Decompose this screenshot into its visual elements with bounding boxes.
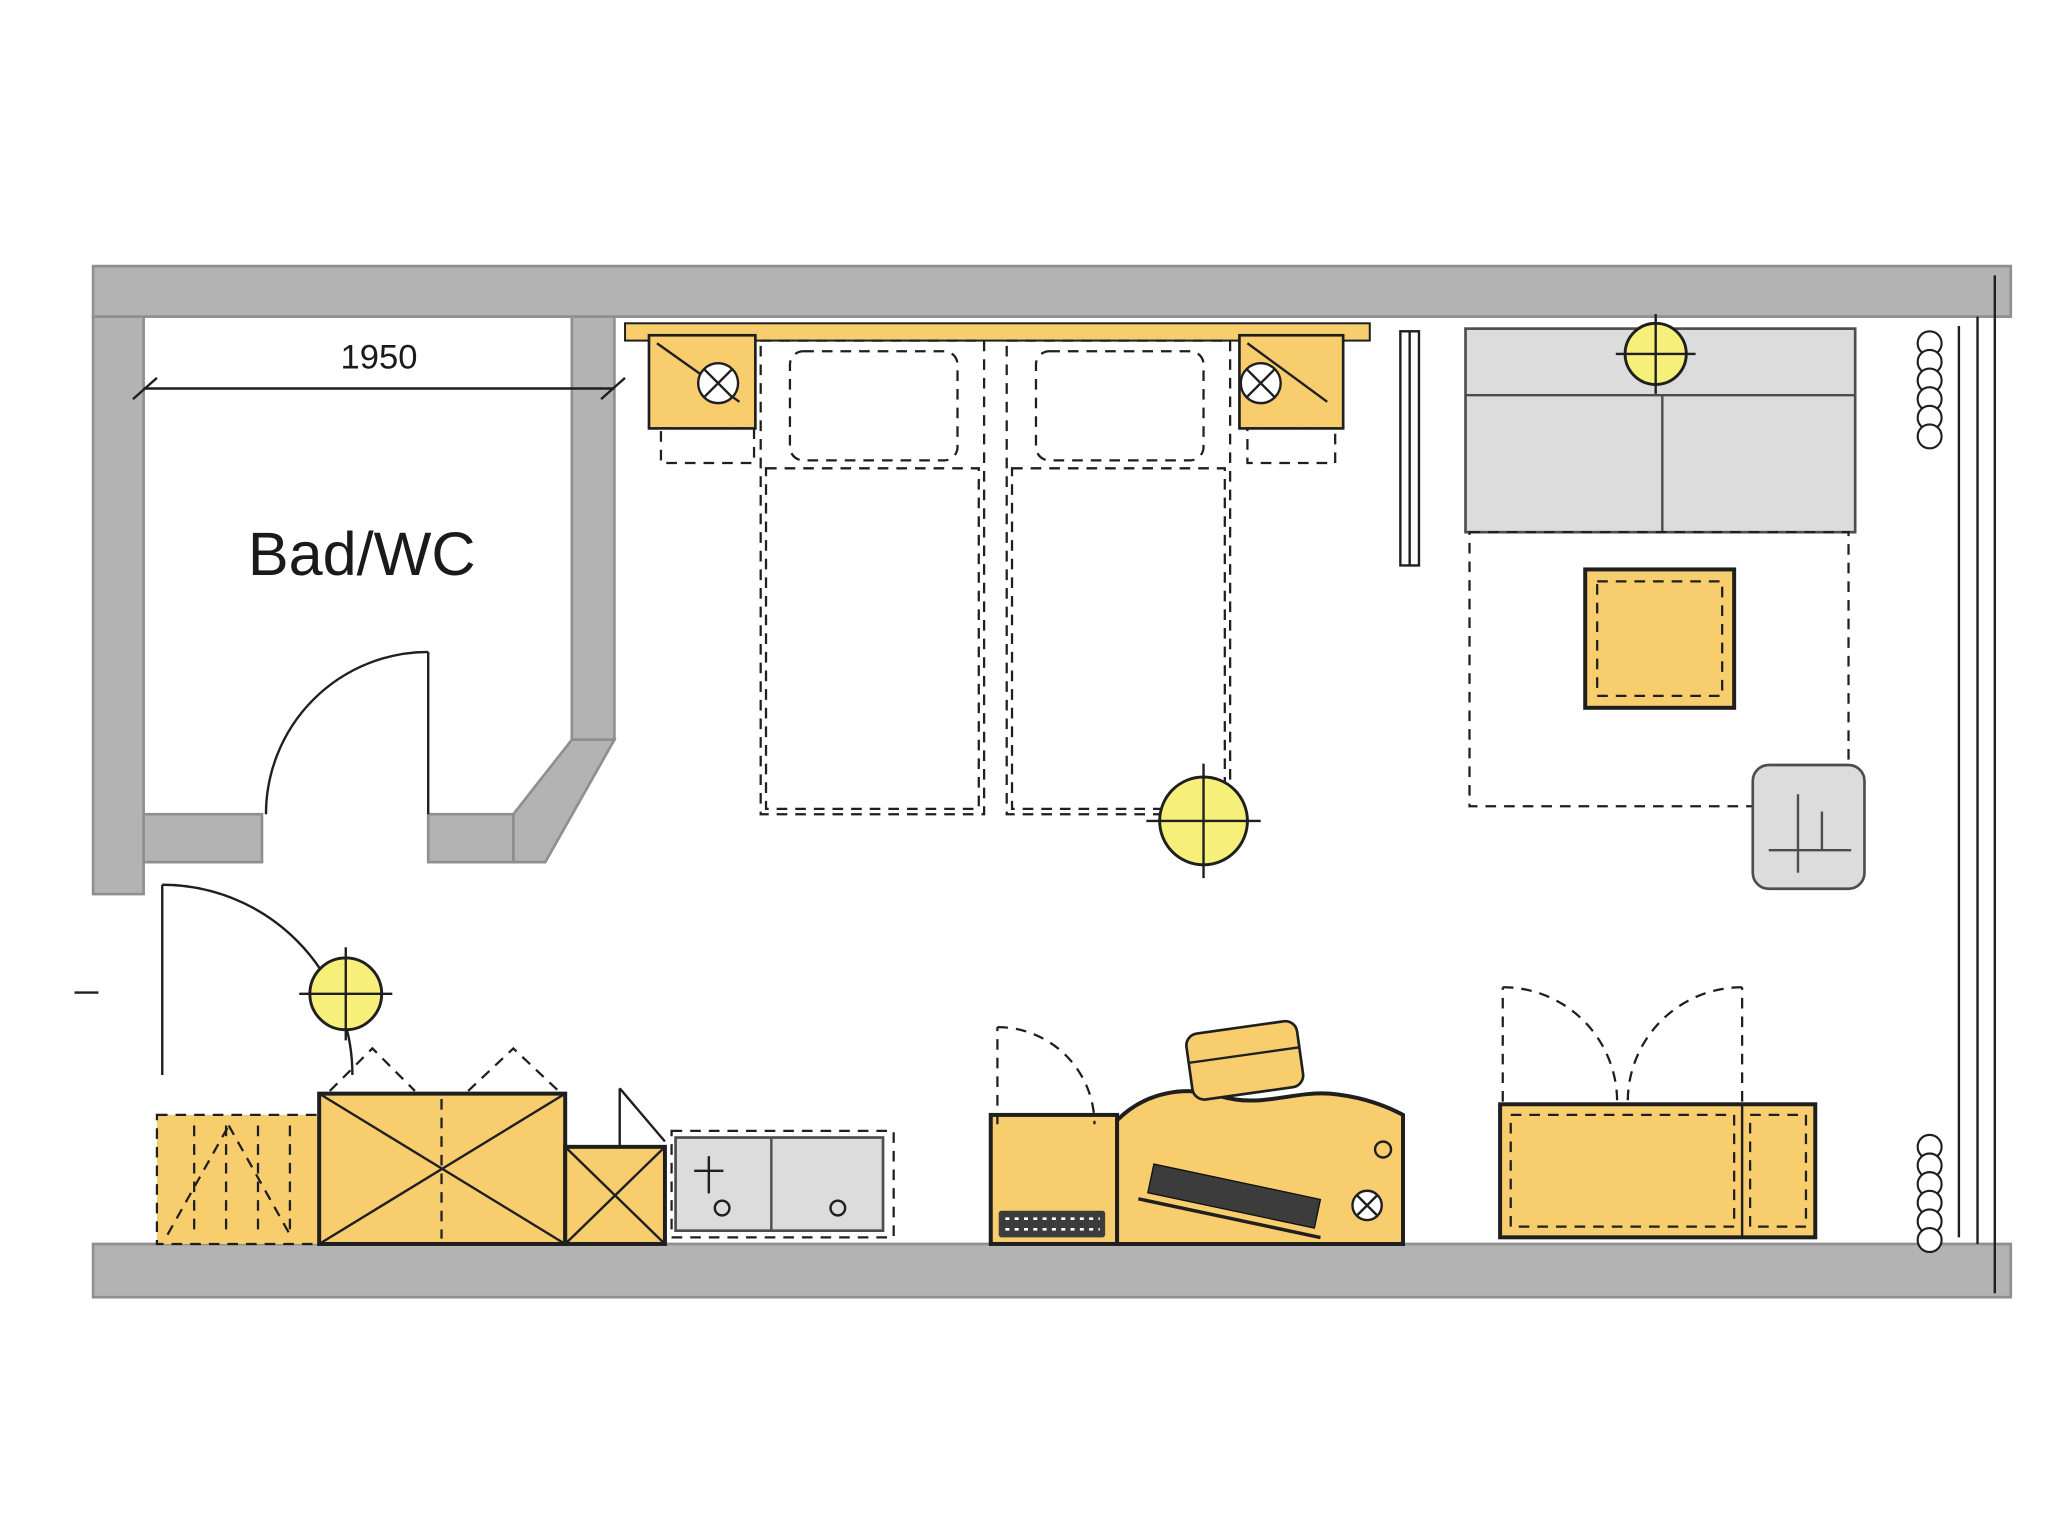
coffee-table [1583, 567, 1737, 710]
duvet-outline [1010, 467, 1226, 811]
desk-chair-back-line [1188, 1046, 1300, 1065]
bed-right [1005, 339, 1232, 816]
radiator-top [1916, 330, 1943, 450]
wardrobe-left [155, 1113, 321, 1246]
wardrobe-door-swing-arc [1502, 986, 1619, 1102]
radiator-coil-icon [1916, 423, 1943, 450]
bed-area [624, 322, 1371, 816]
tv [1138, 1163, 1322, 1240]
bathroom-right-wall [570, 315, 616, 742]
desk-chair [1185, 1019, 1305, 1101]
desk-body [1115, 1089, 1406, 1246]
radiator-coil-icon [1916, 1226, 1943, 1254]
nightstand-left [647, 333, 757, 465]
outlet-icon [1373, 1140, 1393, 1159]
ceiling-light-center [1146, 763, 1261, 879]
sink-unit-outline [670, 1129, 895, 1239]
bathroom-label: Bad/WC [248, 520, 476, 588]
sideboard [1498, 1102, 1818, 1240]
bathroom-bottom-wall-right [426, 812, 515, 864]
cabinet-x-line [564, 1145, 666, 1245]
duvet-outline [764, 467, 980, 811]
nightstand-right [1238, 333, 1345, 465]
nightstand-left-outline [659, 427, 756, 465]
handle-icon [829, 1199, 847, 1217]
pillow-outline [1034, 350, 1205, 462]
cabinet-small [563, 1087, 667, 1246]
cabinet-door-swing [329, 1046, 416, 1092]
swivel-cross-line [1355, 1193, 1379, 1217]
sink-unit [670, 1129, 895, 1239]
lamp-cross-line [702, 367, 734, 399]
room-divider [1399, 330, 1421, 567]
bottom-wall [91, 1242, 2013, 1299]
coffee-table-top [1583, 567, 1737, 710]
counter-diagonal-line [618, 1087, 666, 1143]
bathroom-door-swing-arc [264, 650, 429, 815]
top-wall [91, 264, 2013, 318]
wardrobe-door-swing-arc [1626, 986, 1743, 1102]
bathroom-chamfer-wall [512, 738, 617, 864]
lamp-cross-line [1245, 367, 1277, 399]
wardrobe-diagonal-line [227, 1125, 291, 1236]
minibar-vent [998, 1210, 1106, 1238]
coffee-table-inner-outline [1596, 580, 1724, 697]
lounge-area [1399, 327, 1866, 891]
dimension-tick-right [600, 376, 626, 401]
sideboard-body [1498, 1102, 1818, 1240]
cabinet-door-swing [467, 1046, 560, 1092]
entrance-door-swing-arc [162, 883, 354, 1076]
walls [91, 264, 2013, 1299]
ceiling-light-sofa [1615, 313, 1696, 394]
cabinet-door-swing-arc [997, 1025, 1096, 1125]
wardrobe-x-line [318, 1092, 566, 1245]
dimension-tick-left [132, 376, 158, 401]
nightstand-right-outline [1246, 427, 1337, 465]
ceiling-light-entrance [299, 947, 393, 1041]
mattress-outline [759, 339, 986, 816]
desk-area [988, 1019, 1406, 1246]
swivel-mount [1351, 1189, 1383, 1222]
minibar [988, 1112, 1120, 1246]
bed-headboard [624, 322, 1371, 342]
bed-left [759, 339, 986, 816]
wardrobe-left-body [155, 1113, 321, 1246]
wardrobe-center [317, 1046, 568, 1246]
mattress-outline [1005, 339, 1232, 816]
entrance [74, 883, 354, 1076]
bathroom-bottom-wall-left [142, 812, 264, 864]
side-table-top [1751, 763, 1866, 891]
tv-stand-line [1138, 1197, 1321, 1240]
pillow-outline [788, 350, 959, 462]
handle-icon [713, 1199, 731, 1217]
ceiling-lights [299, 313, 1696, 1041]
radiator-bottom [1916, 1133, 1943, 1254]
sink-counter [674, 1136, 885, 1232]
desk-chair-seat [1185, 1019, 1305, 1101]
window-wall [1916, 275, 1997, 1294]
side-table [1751, 763, 1866, 891]
sideboard-area [1498, 986, 1818, 1240]
left-wall [91, 315, 145, 896]
sofa-bed-extension-outline [1468, 531, 1850, 808]
tv-screen [1147, 1163, 1322, 1229]
bathroom: 1950 Bad/WC [132, 339, 626, 815]
wardrobe-diagonal-line [166, 1125, 230, 1236]
kitchenette [155, 1046, 895, 1246]
lamp-cable-line [1246, 342, 1328, 403]
dimension-label: 1950 [341, 339, 418, 377]
